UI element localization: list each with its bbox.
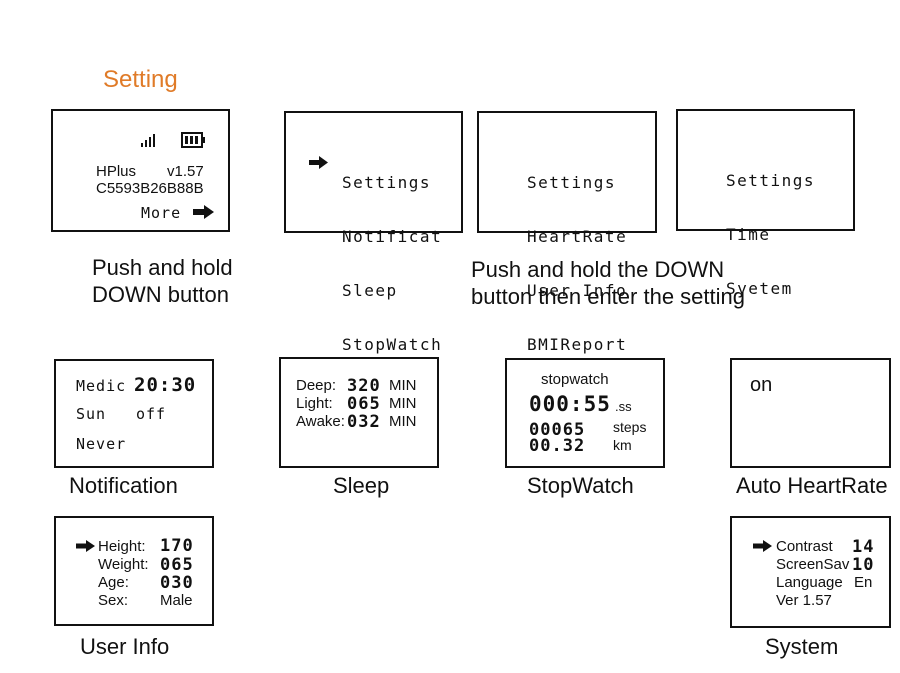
menu-item-stopwatch[interactable]: StopWatch bbox=[342, 335, 443, 354]
user-info-screen: Height: 170 Weight: 065 Age: 030 Sex: Ma… bbox=[54, 516, 214, 626]
menu-item-bmireport[interactable]: BMIReport bbox=[527, 335, 628, 354]
page-title: Setting bbox=[103, 66, 178, 93]
sleep-awake-label: Awake: bbox=[296, 413, 345, 430]
menu-list: Settings HeartRate User Info BMIReport bbox=[527, 138, 627, 390]
menu-list: Settings Notificat Sleep StopWatch bbox=[342, 138, 442, 390]
user-height-value: 170 bbox=[160, 536, 194, 556]
battery-icon bbox=[181, 131, 207, 154]
menu-screen-2: Settings HeartRate User Info BMIReport bbox=[477, 111, 657, 354]
stopwatch-time-suffix: .ss bbox=[615, 399, 632, 414]
notification-label: Medic bbox=[76, 377, 127, 395]
sleep-light-value: 065 bbox=[347, 394, 381, 414]
user-age-value: 030 bbox=[160, 573, 194, 593]
notification-day: Sun bbox=[76, 405, 107, 423]
stopwatch-title: stopwatch bbox=[541, 371, 609, 388]
caption-home-line1: Push and hold bbox=[92, 255, 233, 280]
user-sex-value: Male bbox=[160, 592, 193, 609]
notification-time: 20:30 bbox=[134, 374, 197, 396]
auto-heartrate-screen: on bbox=[730, 358, 891, 468]
arrow-right-icon bbox=[309, 156, 329, 169]
notification-screen: Medic 20:30 Sun off Never bbox=[54, 359, 214, 468]
stopwatch-screen: stopwatch 000:55 .ss 00065 steps 00.32 k… bbox=[505, 358, 665, 468]
device-name: HPlus bbox=[96, 163, 137, 180]
system-screen: Contrast 14 ScreenSav 10 Language En Ver… bbox=[730, 516, 891, 628]
user-weight-label: Weight: bbox=[98, 556, 149, 573]
menu-list: Settings Time Syetem bbox=[726, 136, 815, 334]
menu-item-settings[interactable]: Settings bbox=[342, 173, 432, 192]
menu-item-settings[interactable]: Settings bbox=[527, 173, 617, 192]
menu-item-heartrate[interactable]: HeartRate bbox=[527, 227, 628, 246]
menu-item-sleep[interactable]: Sleep bbox=[342, 281, 398, 300]
auto-heartrate-state: on bbox=[750, 374, 773, 396]
sleep-deep-value: 320 bbox=[347, 376, 381, 396]
caption-stopwatch: StopWatch bbox=[527, 473, 634, 498]
stopwatch-km-value: 00.32 bbox=[529, 436, 586, 456]
stopwatch-time: 000:55 bbox=[529, 392, 611, 416]
menu-screen-3: Settings Time Syetem bbox=[676, 109, 855, 298]
home-screen: HPlus v1.57 C5593B26B88B More bbox=[51, 109, 230, 232]
stopwatch-steps-unit: steps bbox=[613, 419, 647, 435]
system-language-label: Language bbox=[776, 574, 843, 591]
sleep-light-label: Light: bbox=[296, 395, 333, 412]
system-contrast-value: 14 bbox=[852, 537, 875, 557]
device-code: C5593B26B88B bbox=[96, 180, 204, 197]
sleep-awake-unit: MIN bbox=[389, 413, 417, 430]
stopwatch-steps-value: 00065 bbox=[529, 420, 586, 440]
sleep-deep-unit: MIN bbox=[389, 377, 417, 394]
arrow-right-icon bbox=[193, 205, 215, 219]
user-weight-value: 065 bbox=[160, 555, 194, 575]
menu-item-notificat[interactable]: Notificat bbox=[342, 227, 443, 246]
signal-icon bbox=[140, 132, 160, 153]
menu-item-syetem[interactable]: Syetem bbox=[726, 279, 793, 298]
notification-state: off bbox=[136, 405, 167, 423]
system-screensav-label: ScreenSav bbox=[776, 556, 850, 573]
menu-item-time[interactable]: Time bbox=[726, 225, 771, 244]
system-version: Ver 1.57 bbox=[776, 592, 832, 609]
stopwatch-km-unit: km bbox=[613, 437, 632, 453]
more-label: More bbox=[141, 204, 182, 222]
caption-system: System bbox=[765, 634, 839, 659]
user-sex-label: Sex: bbox=[98, 592, 129, 609]
menu-item-settings[interactable]: Settings bbox=[726, 171, 816, 190]
arrow-right-icon bbox=[76, 540, 96, 552]
menu-item-user-info[interactable]: User Info bbox=[527, 281, 628, 300]
sleep-light-unit: MIN bbox=[389, 395, 417, 412]
caption-menu-line2: button then enter the setting bbox=[471, 284, 745, 309]
caption-sleep: Sleep bbox=[333, 473, 390, 498]
firmware-version: v1.57 bbox=[167, 163, 204, 180]
user-height-label: Height: bbox=[98, 538, 146, 555]
caption-menu-line1: Push and hold the DOWN bbox=[471, 257, 725, 282]
menu-screen-1: Settings Notificat Sleep StopWatch bbox=[284, 111, 463, 354]
caption-notification: Notification bbox=[69, 473, 178, 498]
arrow-right-icon bbox=[753, 540, 773, 552]
system-screensav-value: 10 bbox=[852, 555, 875, 575]
sleep-awake-value: 032 bbox=[347, 412, 381, 432]
sleep-screen: Deep: 320 MIN Light: 065 MIN Awake: 032 … bbox=[279, 357, 439, 468]
system-contrast-label: Contrast bbox=[776, 538, 833, 555]
notification-repeat: Never bbox=[76, 435, 127, 453]
caption-auto-heartrate: Auto HeartRate bbox=[736, 473, 888, 498]
user-age-label: Age: bbox=[98, 574, 129, 591]
sleep-deep-label: Deep: bbox=[296, 377, 337, 394]
system-language-value: En bbox=[854, 574, 873, 591]
caption-user-info: User Info bbox=[80, 634, 170, 659]
caption-home-line2: DOWN button bbox=[92, 282, 229, 307]
